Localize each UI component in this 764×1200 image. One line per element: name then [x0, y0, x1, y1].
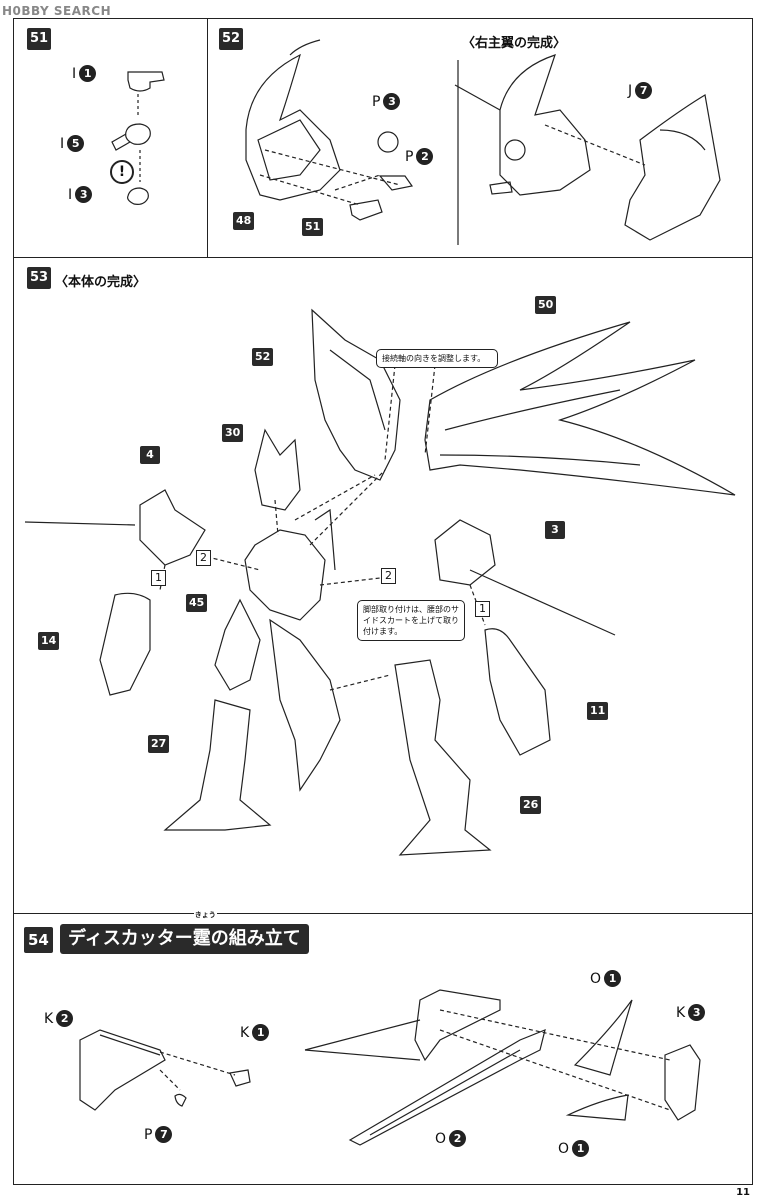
watermark-logo: H0BBY SEARCH: [2, 4, 112, 18]
step52-part-p2: P 2: [405, 148, 434, 165]
step52-wing-art: [245, 39, 414, 221]
part-letter: K: [44, 1010, 54, 1027]
step54-part-k3: K 3: [676, 1004, 706, 1021]
step53-callout-45: 45: [186, 594, 208, 612]
step51-part-art: [111, 71, 165, 205]
step51-part-i5: I 5: [60, 135, 85, 152]
step54-part-k2: K 2: [44, 1010, 74, 1027]
step53-callout-30: 30: [222, 424, 244, 442]
part-number: 2: [449, 1130, 467, 1147]
step54-title-suffix: の組み立て: [210, 928, 301, 949]
right-wing-art: [454, 54, 721, 245]
step54-title-kanji-text: 霆: [192, 928, 211, 949]
order-box-left-2: 2: [196, 550, 211, 566]
step54-title-ruby: きょう: [193, 911, 217, 919]
part-number: 7: [155, 1126, 173, 1143]
step51-number: 51: [27, 28, 52, 50]
step53-wings-art: [311, 308, 736, 496]
right-wing-title: 〈右主翼の完成〉: [462, 36, 567, 51]
step53-callout-11: 11: [587, 702, 609, 720]
step54-part-k1-left: K 1: [240, 1024, 270, 1041]
part-number: 3: [75, 186, 93, 203]
part-letter: O: [590, 970, 602, 987]
step52-part-p3: P 3: [372, 93, 401, 110]
part-letter: I: [60, 135, 65, 152]
part-number: 5: [67, 135, 85, 152]
part-letter: O: [435, 1130, 447, 1147]
part-letter: P: [144, 1126, 153, 1143]
part-letter: I: [68, 186, 73, 203]
step52-callout-51: 51: [302, 218, 324, 236]
step53-callout-52: 52: [252, 348, 274, 366]
part-number: 3: [688, 1004, 706, 1021]
part-letter: P: [405, 148, 414, 165]
part-letter: P: [372, 93, 381, 110]
part-number: 2: [56, 1010, 74, 1027]
part-letter: K: [240, 1024, 250, 1041]
step54-part-o1-top: O 1: [590, 970, 622, 987]
step51-part-i1: I 1: [72, 65, 97, 82]
step54-number: 54: [24, 927, 53, 953]
step54-part-o1-bottom: O 1: [558, 1140, 590, 1157]
step54-title-bar: ディスカッターきょう霆の組み立て: [60, 911, 309, 954]
leg-attach-note: 脚部取り付けは、腰部のサイドスカートを上げて取り付けます。: [357, 600, 465, 641]
step53-callout-3: 3: [545, 521, 565, 539]
step52-callout-48: 48: [233, 212, 255, 230]
part-number: 1: [252, 1024, 270, 1041]
part-number: 1: [604, 970, 622, 987]
part-number: 2: [416, 148, 434, 165]
order-box-left-1: 1: [151, 570, 166, 586]
step53-callout-27: 27: [148, 735, 170, 753]
step53-callout-50: 50: [535, 296, 557, 314]
step54-part-p7: P 7: [144, 1126, 173, 1143]
step53-callout-4: 4: [140, 446, 160, 464]
part-letter: J: [628, 82, 633, 99]
step54-panel: [13, 913, 753, 1185]
part-letter: I: [72, 65, 77, 82]
step53-callout-14: 14: [38, 632, 60, 650]
part-letter: O: [558, 1140, 570, 1157]
part-number: 1: [79, 65, 97, 82]
caution-mark: !: [118, 164, 126, 180]
part-number: 3: [383, 93, 401, 110]
step54-title-kanji: きょう霆: [192, 911, 217, 954]
axis-adjust-note: 接続軸の向きを調整します。: [376, 349, 498, 368]
step54-left-art: [79, 1029, 251, 1111]
step54-right-art: [304, 989, 701, 1146]
step54-part-o2: O 2: [435, 1130, 467, 1147]
order-box-right-1: 1: [475, 601, 490, 617]
part-letter: K: [676, 1004, 686, 1021]
step53-title: 〈本体の完成〉: [55, 275, 147, 290]
part-number: 7: [635, 82, 653, 99]
right-wing-part-j7: J 7: [628, 82, 653, 99]
part-number: 1: [572, 1140, 590, 1157]
step53-number: 53: [27, 267, 52, 289]
step53-body-art: [163, 428, 391, 831]
step54-title: ディスカッター: [68, 928, 193, 949]
step52-number: 52: [219, 28, 244, 50]
page-number: 11: [736, 1187, 750, 1198]
step51-part-i3: I 3: [68, 186, 93, 203]
step53-limbs-art: [24, 489, 616, 856]
step53-callout-26: 26: [520, 796, 542, 814]
order-box-right-2: 2: [381, 568, 396, 584]
caution-icon: !: [110, 160, 134, 184]
